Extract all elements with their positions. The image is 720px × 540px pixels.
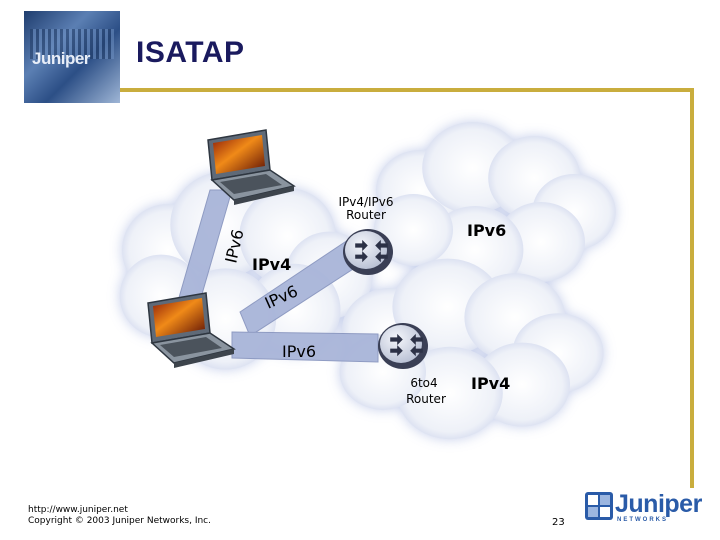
cloud-left-label: IPv4: [252, 255, 291, 274]
header-rule: [120, 88, 694, 92]
juniper-logo-sub: NETWORKS: [617, 517, 668, 523]
cloud-icon-right-top: [373, 122, 616, 294]
cloud-right-bottom-label: IPv4: [471, 374, 510, 393]
router-top-label-line1: IPv4/IPv6: [338, 195, 393, 209]
footer-text: http://www.juniper.net Copyright © 2003 …: [28, 505, 211, 527]
juniper-logo: Juniper NETWORKS: [585, 490, 710, 526]
router-top-label-line2: Router: [346, 208, 386, 222]
cloud-right-top-label: IPv6: [467, 221, 506, 240]
router-grill-graphic: [30, 29, 114, 59]
juniper-logo-word: Juniper: [615, 490, 702, 518]
juniper-logo-mark-icon: [585, 492, 613, 520]
slide-title: ISATAP: [136, 36, 245, 69]
router-bottom-label-line1: 6to4: [410, 376, 437, 390]
right-rule: [690, 88, 694, 488]
juniper-photo-logo: Juniper: [24, 11, 120, 103]
page-number: 23: [552, 517, 565, 528]
router-icon-top: [343, 229, 393, 275]
footer-url: http://www.juniper.net: [28, 505, 128, 515]
link-laptop-router-bottom-label: IPv6: [282, 342, 316, 361]
router-icon-bottom: [378, 323, 428, 369]
footer-copyright: Copyright © 2003 Juniper Networks, Inc.: [28, 516, 211, 526]
router-bottom-label-line2: Router: [406, 392, 446, 406]
photo-logo-brand: Juniper: [32, 49, 90, 68]
